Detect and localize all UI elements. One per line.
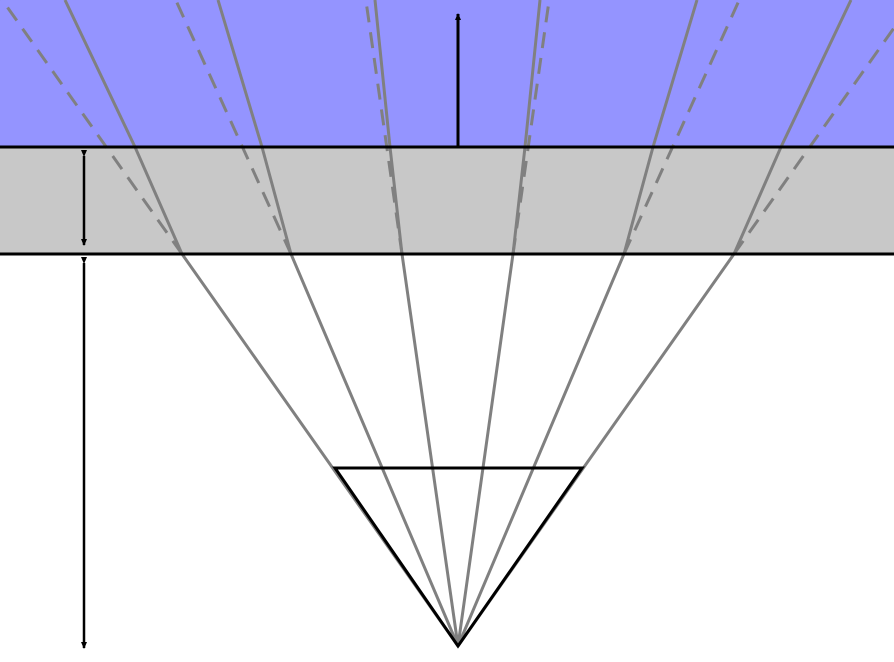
camera-frustum — [332, 466, 585, 649]
dashed-ray-1 — [0, 0, 184, 255]
glass-slab — [0, 147, 894, 254]
solid-ray-2 — [216, 0, 460, 647]
solid-ray-5 — [456, 0, 699, 647]
solid-ray-4 — [456, 0, 542, 647]
dashed-rays — [0, 0, 894, 255]
solid-ray-6 — [456, 0, 853, 647]
dashed-ray-6 — [732, 25, 894, 255]
solid-rays — [63, 0, 853, 647]
solid-ray-3 — [373, 0, 460, 647]
dashed-ray-2 — [174, 0, 293, 255]
dashed-ray-3 — [364, 0, 404, 255]
lower-medium — [0, 254, 894, 662]
dashed-ray-4 — [511, 0, 551, 255]
dashed-ray-5 — [622, 0, 741, 255]
upper-medium — [0, 0, 894, 147]
solid-ray-1 — [63, 0, 460, 647]
